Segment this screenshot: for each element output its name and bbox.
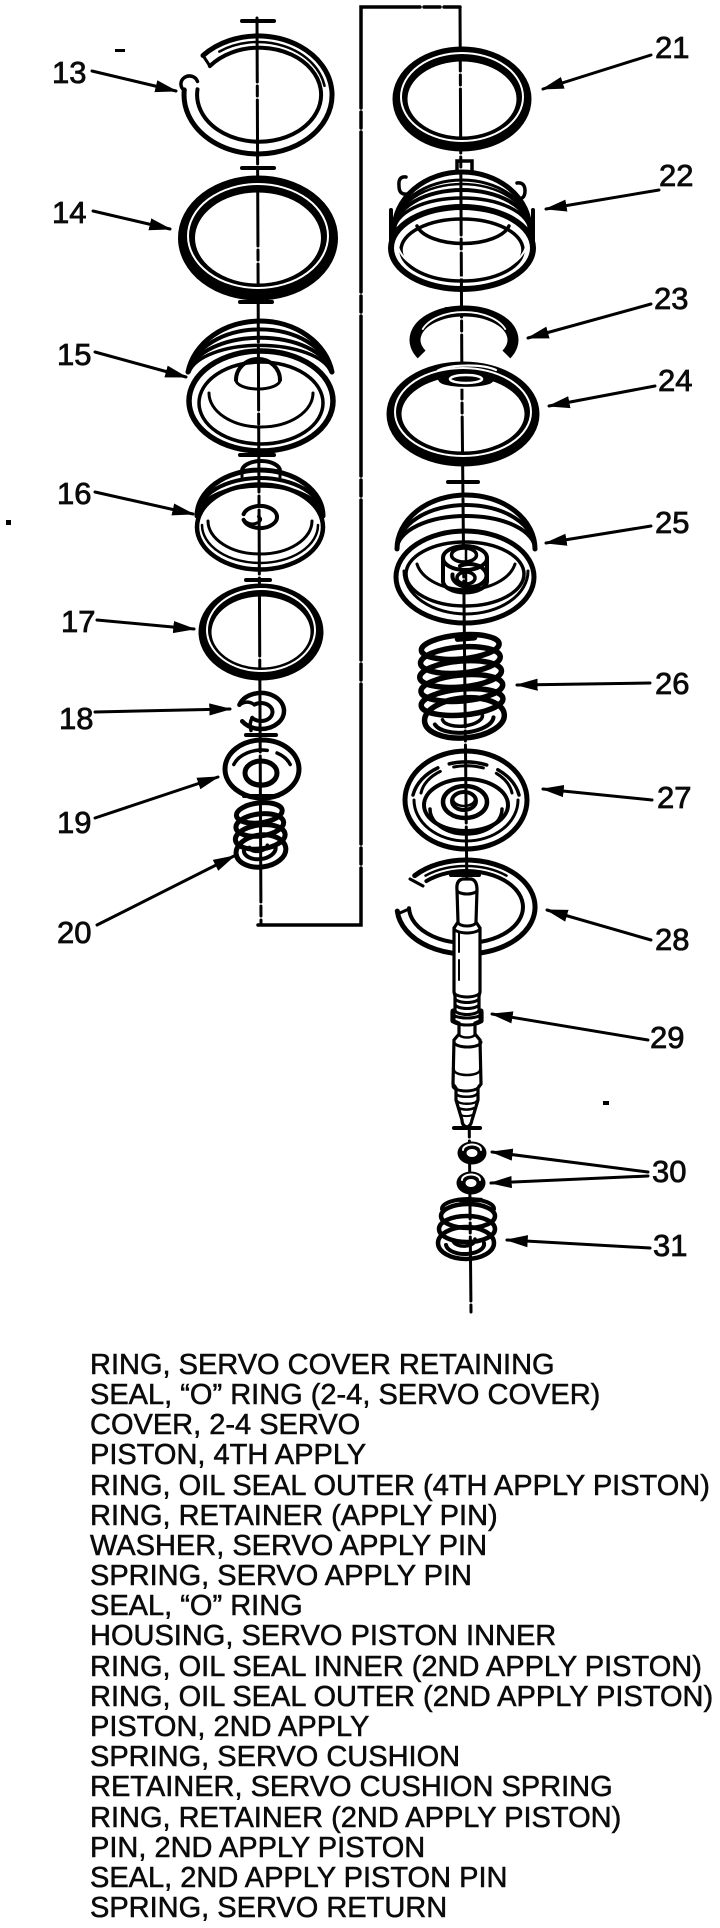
svg-text:20: 20 xyxy=(57,915,91,950)
svg-text:RING, RETAINER (2ND APPLY PIST: RING, RETAINER (2ND APPLY PISTON) xyxy=(90,1802,621,1834)
svg-text:COVER, 2-4 SERVO: COVER, 2-4 SERVO xyxy=(90,1409,360,1441)
svg-text:27: 27 xyxy=(657,780,691,815)
svg-text:29: 29 xyxy=(650,1020,684,1055)
svg-text:HOUSING, SERVO PISTON INNER: HOUSING, SERVO PISTON INNER xyxy=(90,1620,556,1652)
svg-text:SPRING, SERVO RETURN: SPRING, SERVO RETURN xyxy=(90,1892,447,1924)
svg-text:SEAL, “O” RING: SEAL, “O” RING xyxy=(90,1590,303,1622)
svg-text:25: 25 xyxy=(655,505,689,540)
svg-text:PISTON, 4TH APPLY: PISTON, 4TH APPLY xyxy=(90,1439,366,1471)
svg-text:28: 28 xyxy=(655,922,689,957)
svg-text:RING, OIL SEAL OUTER (2ND APPL: RING, OIL SEAL OUTER (2ND APPLY PISTON) xyxy=(90,1681,713,1713)
svg-text:26: 26 xyxy=(655,666,689,701)
svg-text:SEAL, “O” RING (2-4, SERVO COV: SEAL, “O” RING (2-4, SERVO COVER) xyxy=(90,1379,600,1411)
svg-text:RING, OIL SEAL OUTER (4TH APPL: RING, OIL SEAL OUTER (4TH APPLY PISTON) xyxy=(90,1470,710,1502)
svg-text:30: 30 xyxy=(652,1154,686,1189)
svg-text:16: 16 xyxy=(57,476,91,511)
svg-text:SPRING, SERVO APPLY PIN: SPRING, SERVO APPLY PIN xyxy=(90,1560,472,1592)
svg-text:RING, OIL SEAL INNER (2ND APPL: RING, OIL SEAL INNER (2ND APPLY PISTON) xyxy=(90,1651,702,1683)
svg-text:PISTON, 2ND APPLY: PISTON, 2ND APPLY xyxy=(90,1711,369,1743)
svg-text:PIN, 2ND APPLY PISTON: PIN, 2ND APPLY PISTON xyxy=(90,1832,425,1864)
svg-text:17: 17 xyxy=(61,604,95,639)
svg-text:24: 24 xyxy=(658,363,692,398)
svg-text:23: 23 xyxy=(654,281,688,316)
svg-text:SEAL, 2ND APPLY PISTON PIN: SEAL, 2ND APPLY PISTON PIN xyxy=(90,1862,507,1894)
svg-text:14: 14 xyxy=(52,195,86,230)
svg-text:RING, SERVO COVER RETAINING: RING, SERVO COVER RETAINING xyxy=(90,1349,555,1381)
svg-text:WASHER, SERVO APPLY PIN: WASHER, SERVO APPLY PIN xyxy=(90,1530,487,1562)
svg-text:31: 31 xyxy=(653,1228,687,1263)
svg-text:RETAINER, SERVO CUSHION SPRING: RETAINER, SERVO CUSHION SPRING xyxy=(90,1771,613,1803)
svg-text:22: 22 xyxy=(659,158,693,193)
svg-text:19: 19 xyxy=(57,805,91,840)
svg-text:13: 13 xyxy=(52,55,86,90)
svg-text:15: 15 xyxy=(57,337,91,372)
svg-text:18: 18 xyxy=(59,701,93,736)
svg-text:RING, RETAINER (APPLY PIN): RING, RETAINER (APPLY PIN) xyxy=(90,1500,498,1532)
svg-text:SPRING, SERVO CUSHION: SPRING, SERVO CUSHION xyxy=(90,1741,460,1773)
svg-text:21: 21 xyxy=(655,30,689,65)
